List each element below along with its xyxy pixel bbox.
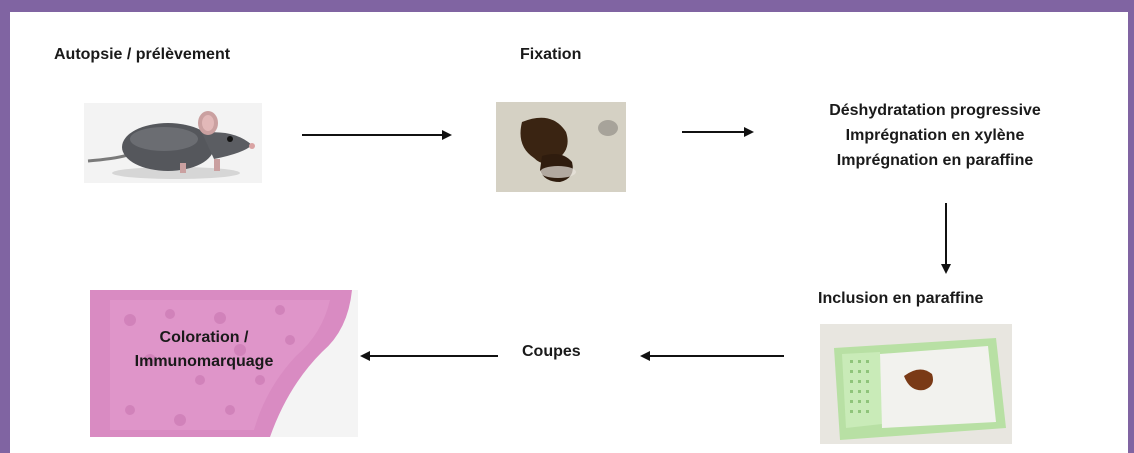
flow-arrows — [0, 0, 1134, 453]
